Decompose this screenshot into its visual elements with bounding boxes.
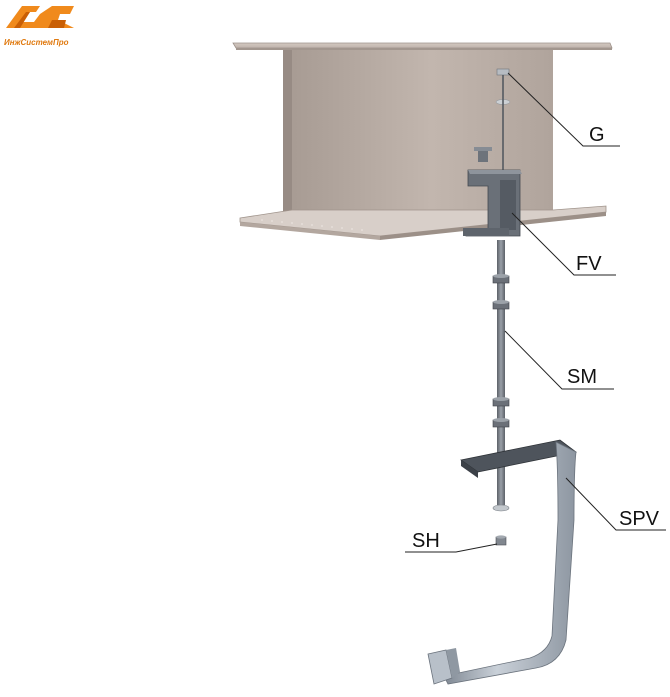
callout-sh: SH [405,530,498,553]
callout-label-sm: SM [567,366,597,388]
callout-label-spv: SPV [619,508,660,530]
callout-spv: SPV [565,477,666,531]
fv-beam-clamp [463,147,522,237]
callout-label-fv: FV [576,253,602,275]
g-fastener [495,68,511,175]
spv-support-bracket [427,439,577,685]
callout-sm: SM [504,330,614,390]
i-beam [232,42,613,240]
sm-threaded-rod [492,240,510,505]
sh-washer-nut [492,504,510,546]
logo-caption: ИнжСистемПро [4,38,69,47]
rod-nut [492,418,510,428]
company-logo: ИнжСистемПро [4,6,74,47]
rod-nut [492,300,510,310]
callout-label-sh: SH [412,530,440,552]
rod-nut [492,397,510,407]
callout-fv: FV [511,212,616,276]
callout-label-g: G [589,124,605,146]
rod-nut [492,274,510,284]
callout-g: G [507,72,620,147]
